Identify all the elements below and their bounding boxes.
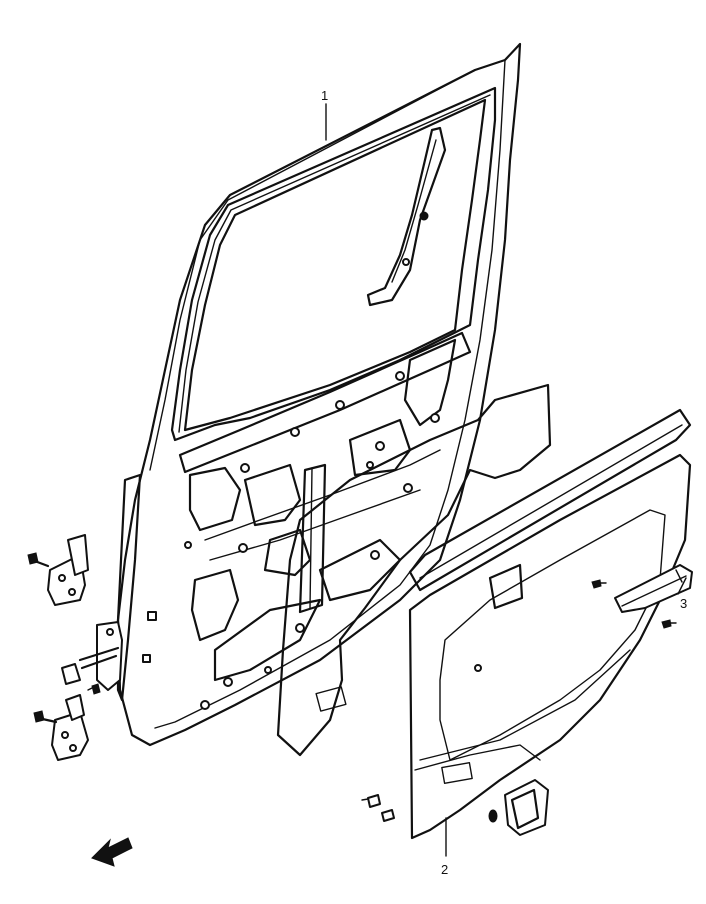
pull-handle[interactable] (591, 564, 693, 629)
trim-panel-screws (361, 794, 395, 822)
front-direction-arrow-icon (91, 837, 133, 867)
inside-handle-bezel[interactable] (488, 779, 549, 836)
door-trim-panel[interactable] (408, 408, 692, 840)
door-check-assembly[interactable] (61, 621, 123, 695)
water-shield-sheet[interactable] (276, 383, 552, 757)
callout-part-2: 2 (441, 862, 448, 877)
callout-part-3: 3 (680, 596, 687, 611)
door-holes (142, 371, 440, 710)
upper-hinge[interactable] (27, 534, 89, 606)
callout-part-1: 1 (321, 88, 328, 103)
leader-lines (325, 103, 687, 857)
lower-hinge[interactable] (33, 694, 89, 761)
door-shell[interactable] (116, 42, 522, 747)
